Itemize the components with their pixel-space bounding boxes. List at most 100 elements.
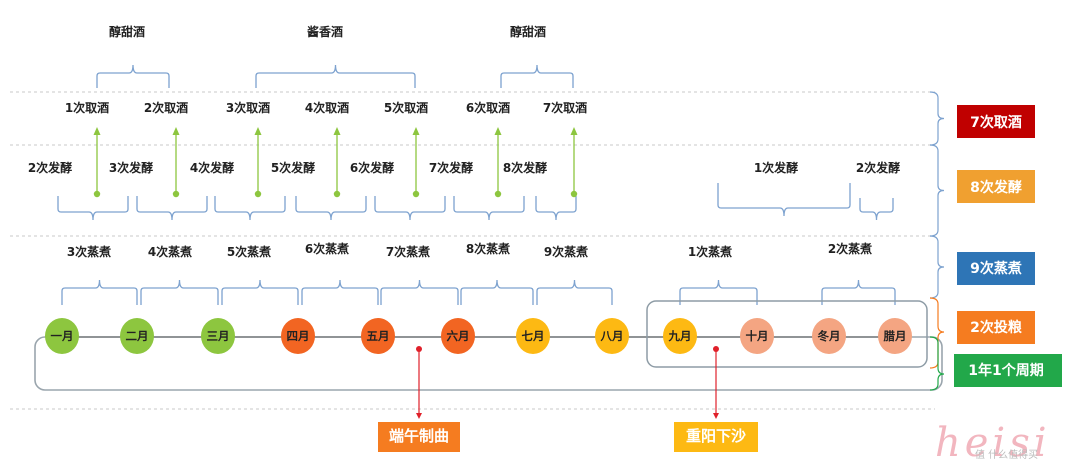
event-dot-1	[416, 346, 422, 352]
fajiao-bracket-r2	[859, 198, 894, 221]
month-circle-11	[812, 318, 846, 354]
brace-cycle	[929, 336, 945, 391]
qujiu-label-3: 3次取酒	[226, 100, 270, 115]
month-circle-10	[740, 318, 774, 354]
wine-bracket-1	[96, 64, 170, 88]
qujiu-arrow-head-2	[172, 127, 180, 135]
qujiu-arrow-head-6	[494, 127, 502, 135]
month-circle-12	[878, 318, 912, 354]
event-box-2	[674, 422, 758, 452]
wine-bracket-2	[255, 64, 416, 88]
zhengzhu-label-6: 6次蒸煮	[305, 241, 349, 256]
zhengzhu-bracket-2	[140, 279, 219, 305]
fajiao-dot-6	[494, 190, 502, 198]
event-label-zhiqu: 端午制曲	[389, 427, 449, 445]
side-label-cycle: 1年1个周期	[968, 362, 1043, 379]
fajiao-label-3: 3次发酵	[109, 160, 153, 175]
month-label-3: 三月	[207, 329, 230, 343]
fajiao-bracket-1	[57, 196, 129, 221]
autumn-group-frame	[646, 300, 928, 368]
zhengzhu-label-9: 9次蒸煮	[544, 244, 588, 259]
month-circle-7	[516, 318, 550, 354]
fajiao-bracket-r1	[717, 183, 851, 217]
fajiao-bracket-3	[214, 196, 286, 221]
zhengzhu-label-8: 8次蒸煮	[466, 241, 510, 256]
side-box-5	[954, 354, 1062, 387]
side-box-3	[957, 252, 1035, 285]
month-label-9: 九月	[668, 329, 692, 343]
qujiu-arrow-head-7	[570, 127, 578, 135]
fajiao-label-r2: 2次发酵	[856, 160, 900, 175]
month-circle-1	[45, 318, 79, 354]
qujiu-label-4: 4次取酒	[305, 100, 349, 115]
zhengzhu-label-r2: 2次蒸煮	[828, 241, 872, 256]
side-label-qujiu: 7次取酒	[970, 114, 1022, 131]
zhengzhu-bracket-7	[536, 279, 613, 305]
month-label-4: 四月	[287, 329, 310, 343]
side-box-2	[957, 170, 1035, 203]
zhengzhu-label-7: 7次蒸煮	[386, 244, 430, 259]
side-label-zhengzhu: 9次蒸煮	[970, 260, 1022, 277]
wine-group-label-3: 醇甜酒	[510, 24, 546, 39]
zhengzhu-label-3: 3次蒸煮	[67, 244, 111, 259]
qujiu-label-6: 6次取酒	[466, 100, 510, 115]
fajiao-dot-4	[333, 190, 341, 198]
qujiu-label-2: 2次取酒	[144, 100, 188, 115]
zhengzhu-bracket-5	[380, 279, 459, 305]
month-circle-4	[281, 318, 315, 354]
qujiu-label-5: 5次取酒	[384, 100, 428, 115]
zhengzhu-bracket-4	[301, 279, 379, 305]
zhengzhu-bracket-r2	[821, 279, 896, 305]
wine-bracket-3	[500, 64, 574, 88]
month-label-8: 八月	[600, 329, 624, 343]
qujiu-arrow-head-4	[333, 127, 341, 135]
zhengzhu-label-4: 4次蒸煮	[148, 244, 192, 259]
event-box-1	[378, 422, 460, 452]
side-label-touliang: 2次投粮	[970, 319, 1023, 336]
event-label-xiasha: 重阳下沙	[686, 427, 746, 445]
fajiao-bracket-2	[136, 196, 208, 221]
brace-qujiu	[929, 91, 945, 146]
qujiu-label-7: 7次取酒	[543, 100, 587, 115]
side-label-fajiao: 8次发酵	[970, 179, 1022, 196]
month-label-10: 十月	[746, 329, 769, 343]
fajiao-label-5: 5次发酵	[271, 160, 315, 175]
fajiao-bracket-5	[374, 196, 446, 221]
brace-zhengzhu	[929, 235, 945, 299]
event-arrow-head-1	[416, 413, 422, 419]
zhengzhu-bracket-r1	[679, 279, 758, 305]
fajiao-label-2: 2次发酵	[28, 160, 72, 175]
fajiao-label-7: 7次发酵	[429, 160, 473, 175]
qujiu-label-1: 1次取酒	[65, 100, 109, 115]
month-label-5: 五月	[367, 329, 390, 343]
fajiao-bracket-7	[535, 196, 577, 221]
month-circle-2	[120, 318, 154, 354]
month-label-6: 六月	[447, 329, 470, 343]
watermark-logo: heisi	[935, 420, 1051, 466]
layout-lines	[10, 64, 945, 414]
event-arrow-head-2	[713, 413, 719, 419]
month-label-11: 冬月	[818, 329, 841, 343]
zhengzhu-label-r1: 1次蒸煮	[688, 244, 732, 259]
month-circle-5	[361, 318, 395, 354]
qujiu-arrow-head-3	[254, 127, 262, 135]
brace-fajiao	[929, 144, 945, 237]
month-circle-8	[595, 318, 629, 354]
fajiao-dot-7	[570, 190, 578, 198]
side-box-1	[957, 105, 1035, 138]
event-dot-2	[713, 346, 719, 352]
side-box-4	[957, 311, 1035, 344]
qujiu-arrow-head-1	[93, 127, 101, 135]
fajiao-dot-3	[254, 190, 262, 198]
zhengzhu-bracket-6	[460, 279, 534, 305]
fajiao-bracket-4	[295, 196, 367, 221]
fajiao-dot-5	[412, 190, 420, 198]
fajiao-dot-2	[172, 190, 180, 198]
month-label-2: 二月	[126, 329, 149, 343]
month-label-7: 七月	[522, 329, 545, 343]
fajiao-bracket-6	[453, 196, 525, 221]
zhengzhu-bracket-1	[61, 279, 138, 305]
wine-group-label-1: 醇甜酒	[109, 24, 145, 39]
fajiao-label-6: 6次发酵	[350, 160, 394, 175]
